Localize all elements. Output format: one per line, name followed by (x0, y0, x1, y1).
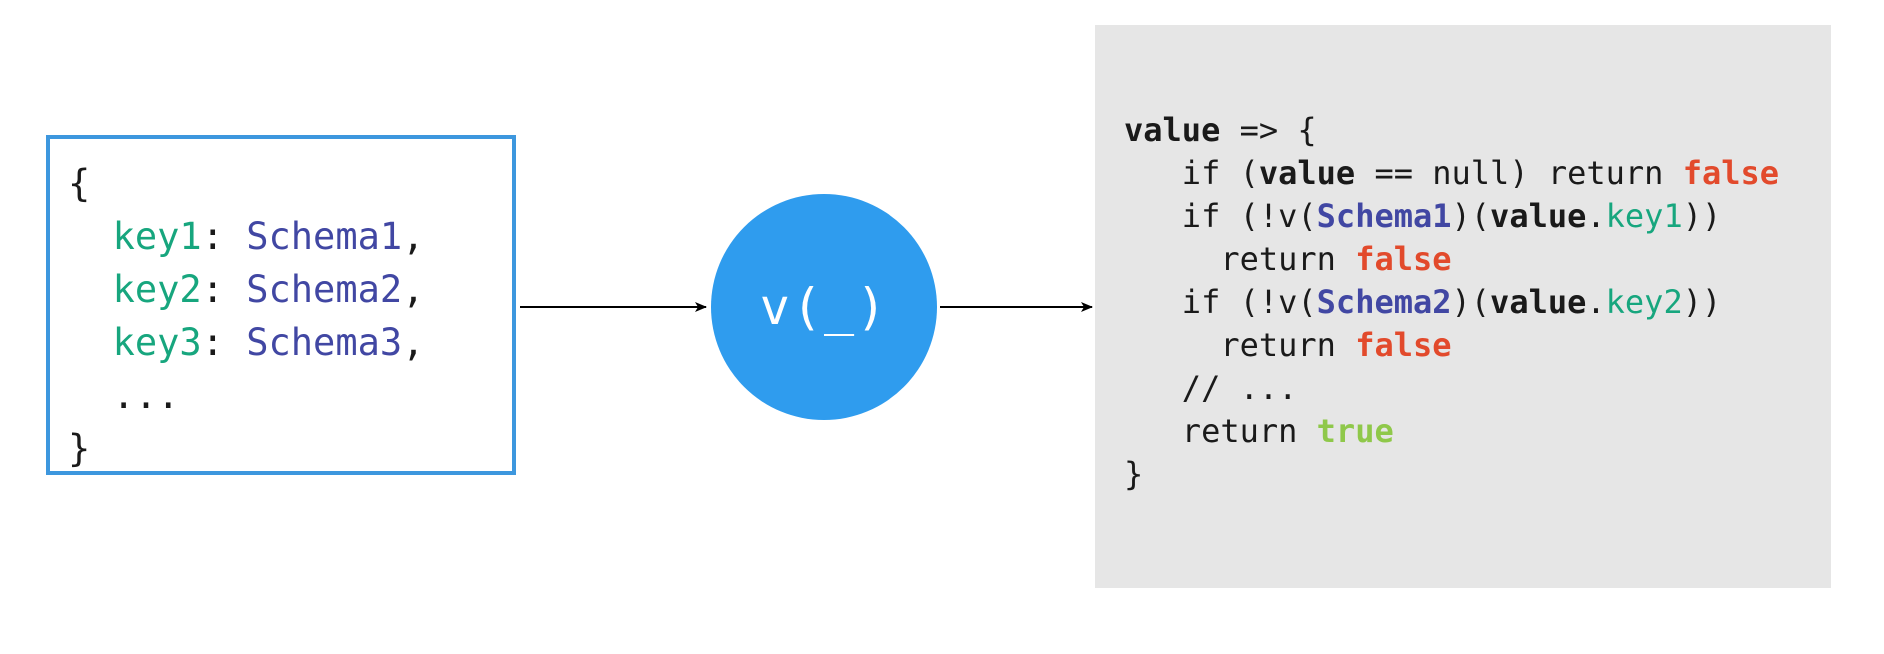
schema-object-box (46, 135, 516, 475)
code-token: true (1316, 412, 1394, 450)
code-token: return (1124, 240, 1356, 278)
code-token: : (201, 268, 247, 311)
code-token (68, 321, 113, 364)
code-token: false (1355, 326, 1452, 364)
code-token: => { (1220, 111, 1317, 149)
code-token: . (1586, 283, 1606, 321)
code-token: key1 (112, 215, 202, 258)
code-token: key2 (112, 268, 202, 311)
schema-object-code: { key1: Schema1, key2: Schema2, key3: Sc… (68, 157, 424, 475)
validator-code-line: return false (1124, 238, 1779, 281)
validator-code-line: if (!v(Schema1)(value.key1)) (1124, 195, 1779, 238)
code-token: ... (68, 374, 180, 417)
code-token: } (68, 427, 91, 470)
validator-code-line: } (1124, 453, 1779, 496)
code-token: value (1258, 154, 1356, 192)
code-token: , (402, 215, 425, 258)
code-token: false (1682, 154, 1780, 192)
validator-code-line: value => { (1124, 109, 1779, 152)
code-token: )( (1451, 283, 1491, 321)
code-token (68, 268, 113, 311)
schema-code-line: key1: Schema1, (68, 210, 425, 263)
validator-function-label: v(_) (759, 278, 889, 336)
code-token: key3 (112, 321, 202, 364)
code-token: Schema3 (246, 321, 403, 364)
validator-code-line: // ... (1124, 367, 1779, 410)
code-token: if (!v( (1124, 197, 1317, 235)
code-token: { (68, 162, 91, 205)
validator-code-line: if (value == null) return false (1124, 152, 1779, 195)
code-token: )) (1682, 197, 1722, 235)
code-token: value (1124, 111, 1221, 149)
code-token: Schema1 (246, 215, 403, 258)
validator-function-node: v(_) (711, 194, 937, 420)
schema-code-line: ... (68, 369, 424, 422)
code-token: )) (1682, 283, 1722, 321)
code-token: if (!v( (1124, 283, 1317, 321)
validator-code: value => { if (value == null) return fal… (1124, 109, 1779, 496)
validator-code-panel (1095, 25, 1831, 588)
code-token: if ( (1124, 154, 1259, 192)
code-token: Schema2 (1316, 283, 1452, 321)
validator-code-line: return false (1124, 324, 1779, 367)
code-token: , (402, 321, 425, 364)
code-token: == null) return (1355, 154, 1683, 192)
code-token: false (1355, 240, 1452, 278)
code-token: key1 (1605, 197, 1683, 235)
code-token (68, 215, 113, 258)
schema-code-line: key2: Schema2, (68, 263, 425, 316)
code-token: Schema2 (246, 268, 403, 311)
code-token: } (1124, 455, 1144, 493)
code-token: )( (1451, 197, 1491, 235)
code-token: , (402, 268, 425, 311)
validator-code-line: if (!v(Schema2)(value.key2)) (1124, 281, 1779, 324)
schema-code-line: key3: Schema3, (68, 316, 425, 369)
schema-code-line: } (68, 422, 424, 475)
code-token: // ... (1124, 369, 1298, 407)
code-token: key2 (1605, 283, 1683, 321)
code-token: : (201, 215, 247, 258)
validator-code-line: return true (1124, 410, 1779, 453)
code-token: Schema1 (1316, 197, 1452, 235)
code-token: return (1124, 326, 1356, 364)
code-token: return (1124, 412, 1317, 450)
code-token: value (1490, 283, 1587, 321)
code-token: : (201, 321, 247, 364)
schema-code-line: { (68, 157, 424, 210)
code-token: value (1490, 197, 1587, 235)
code-token: . (1586, 197, 1606, 235)
